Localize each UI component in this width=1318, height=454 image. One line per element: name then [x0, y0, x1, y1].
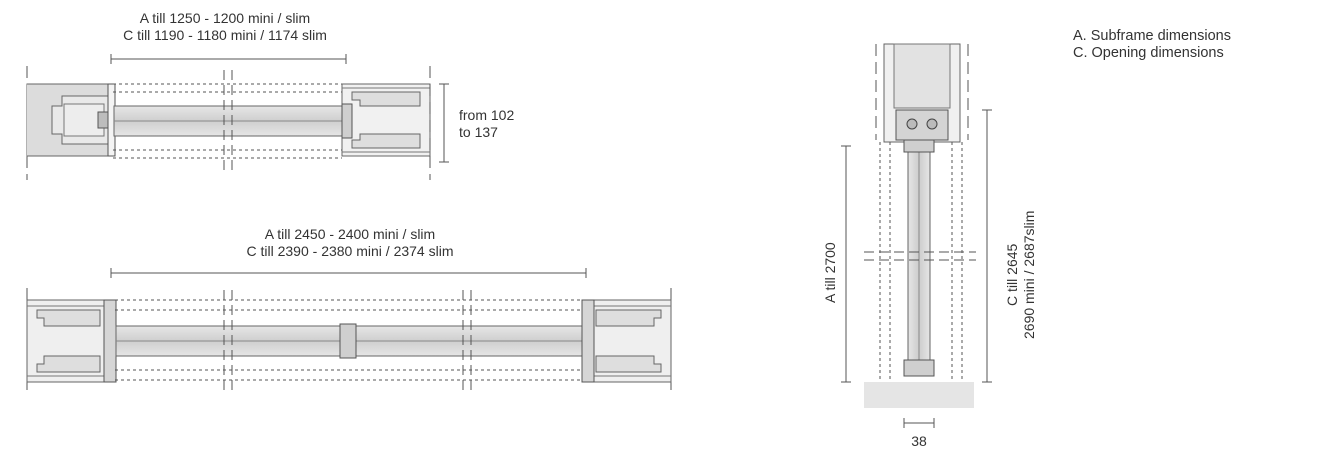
vertical-floor — [864, 382, 974, 408]
vertical-a-label: A till 2700 — [822, 242, 838, 303]
vertical-38-label: 38 — [911, 433, 927, 449]
vertical-c-line2: 2690 mini / 2687slim — [1021, 210, 1037, 339]
top-break-lines — [223, 70, 233, 175]
legend: A. Subframe dimensions C. Opening dimens… — [1073, 28, 1231, 62]
top-depth-label: from 102 to 137 — [459, 107, 514, 141]
vertical-a-dimension — [841, 145, 851, 383]
bottom-horizontal-section — [26, 268, 672, 392]
top-width-dimension — [110, 54, 347, 64]
vertical-section — [841, 43, 992, 428]
depth-to-text: to 137 — [459, 124, 498, 140]
vertical-38-dimension — [903, 418, 935, 428]
top-depth-dimension — [439, 83, 449, 163]
top-c-dimension-text: C till 1190 - 1180 mini / 1174 slim — [123, 27, 327, 43]
bottom-width-label: A till 2450 - 2400 mini / slim C till 23… — [200, 226, 500, 260]
legend-subframe: A. Subframe dimensions — [1073, 28, 1231, 44]
bottom-a-dimension-text: A till 2450 - 2400 mini / slim — [264, 226, 436, 242]
bottom-center-joint — [339, 323, 357, 359]
top-horizontal-section — [26, 54, 449, 180]
top-width-label: A till 1250 - 1200 mini / slim C till 11… — [90, 10, 360, 44]
depth-from-text: from 102 — [459, 107, 515, 123]
top-a-dimension-text: A till 1250 - 1200 mini / slim — [139, 10, 311, 26]
vertical-c-line1: C till 2645 — [1004, 243, 1020, 306]
vertical-c-label: C till 2645 2690 mini / 2687slim — [1004, 211, 1038, 339]
bottom-width-dimension — [110, 268, 587, 278]
legend-opening: C. Opening dimensions — [1073, 45, 1224, 61]
vertical-c-dimension — [982, 109, 992, 383]
bottom-c-dimension-text: C till 2390 - 2380 mini / 2374 slim — [246, 243, 454, 259]
